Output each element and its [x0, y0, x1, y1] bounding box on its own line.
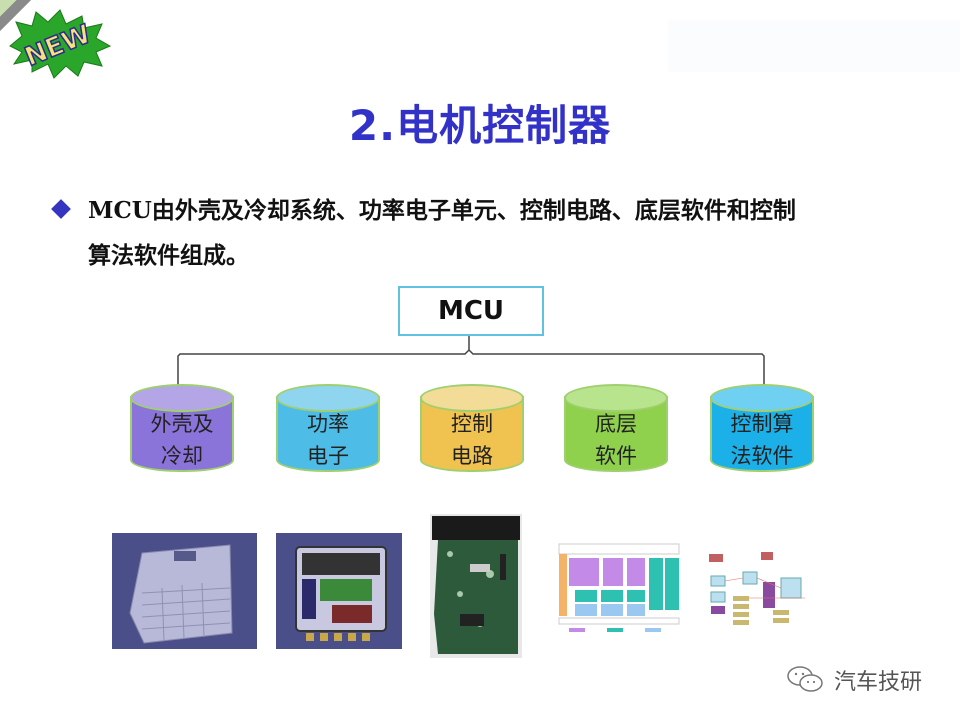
node-label: 底层 — [595, 412, 637, 436]
watermark: 汽车技研 — [786, 664, 922, 696]
watermark-text: 汽车技研 — [834, 670, 923, 695]
bullet-point: MCU由外壳及冷却系统、功率电子单元、控制电路、底层软件和控制 算法软件组成。 — [51, 188, 914, 278]
node-label: 外壳及 — [150, 412, 214, 436]
control-algorithm-diagram — [705, 548, 815, 632]
power-electronics-cad-image — [276, 533, 402, 649]
bullet-line-1: MCU由外壳及冷却系统、功率电子单元、控制电路、底层软件和控制 — [88, 197, 796, 224]
node-label: 电路 — [451, 444, 493, 468]
control-pcb-photo — [430, 514, 522, 658]
wechat-icon — [787, 666, 823, 692]
node-label: 冷却 — [161, 444, 203, 468]
node-label: 法软件 — [730, 444, 794, 468]
node-label: 电子 — [307, 444, 349, 468]
node-control-circuit: 控制电路 — [420, 384, 524, 480]
node-base-software: 底层软件 — [564, 384, 668, 480]
node-label: 控制算 — [730, 412, 794, 436]
node-control-algorithm-software: 控制算法软件 — [710, 384, 814, 480]
slide-title: 2.电机控制器 — [348, 101, 612, 150]
mcu-root-node: MCU — [398, 286, 544, 336]
node-housing-cooling: 外壳及冷却 — [130, 384, 234, 480]
node-label: 控制 — [451, 412, 493, 436]
diamond-bullet-icon — [51, 199, 71, 219]
node-label: 软件 — [595, 444, 637, 468]
node-label: 功率 — [307, 412, 349, 436]
node-power-electronics: 功率电子 — [276, 384, 380, 480]
housing-cad-image — [112, 533, 257, 649]
bullet-line-2: 算法软件组成。 — [88, 242, 249, 269]
new-badge-icon: NEW — [4, 6, 112, 80]
header-placeholder — [668, 20, 960, 72]
software-architecture-diagram — [555, 540, 685, 635]
